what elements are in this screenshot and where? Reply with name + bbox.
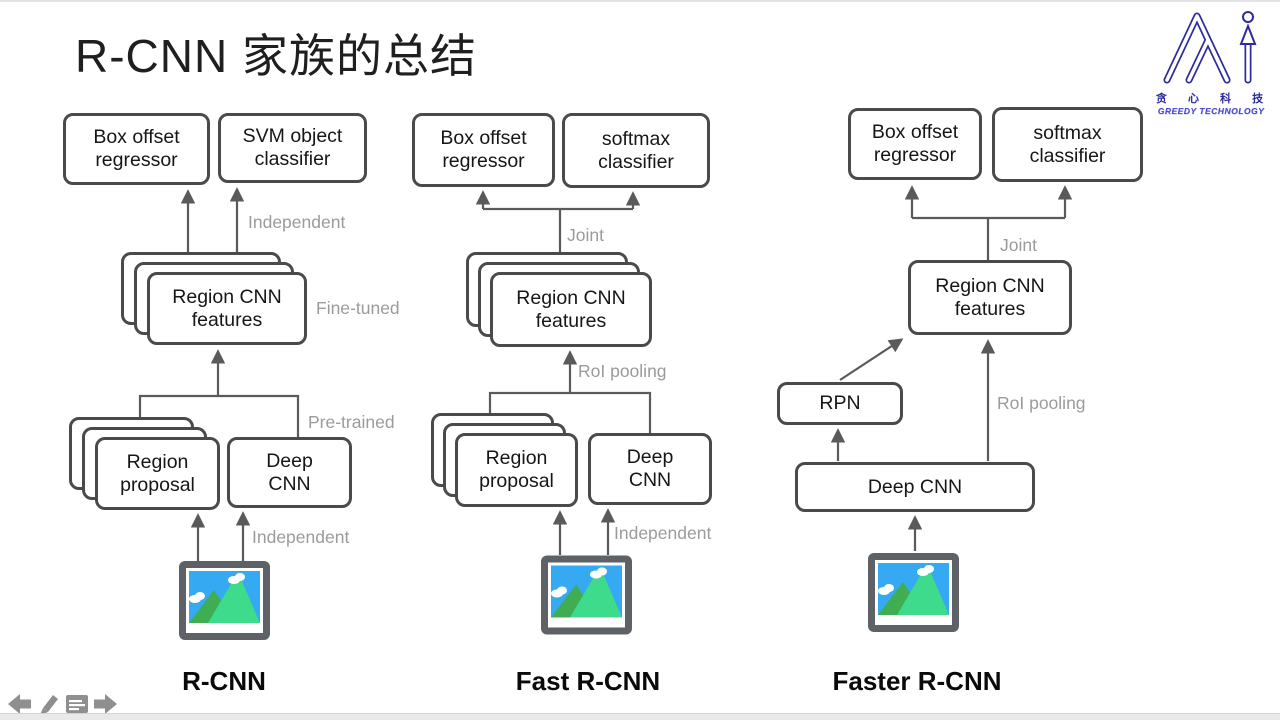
fast-softmax-classifier-box: softmax classifier bbox=[562, 113, 710, 188]
fast-box-offset-regressor-box: Box offset regressor bbox=[412, 113, 555, 187]
ai-monogram-icon bbox=[1163, 11, 1257, 84]
faster-rcnn-caption: Faster R-CNN bbox=[832, 666, 1002, 696]
faster-region-cnn-features-box: Region CNN features bbox=[908, 260, 1072, 335]
rcnn-caption: R-CNN bbox=[182, 666, 266, 696]
bottom-strip bbox=[0, 713, 1280, 720]
faster-input-image-icon bbox=[868, 553, 959, 632]
fast-rcnn-caption: Fast R-CNN bbox=[515, 666, 661, 696]
previous-slide-arrow-icon[interactable] bbox=[6, 692, 32, 716]
company-logo: 贪 心 科 技 GREEDY TECHNOLOGY bbox=[1148, 8, 1274, 116]
rcnn-independent-bottom-label: Independent bbox=[252, 527, 350, 547]
fast-region-proposal-box: Region proposal bbox=[455, 433, 578, 507]
notes-document-icon[interactable] bbox=[64, 692, 90, 716]
page-title: R-CNN 家族的总结 bbox=[75, 30, 477, 82]
rcnn-region-cnn-features-box: Region CNN features bbox=[147, 272, 307, 345]
rcnn-svm-classifier-box: SVM object classifier bbox=[218, 113, 367, 183]
faster-roi-pooling-label: RoI pooling bbox=[997, 393, 1086, 413]
faster-joint-label: Joint bbox=[1000, 235, 1037, 255]
fast-joint-label: Joint bbox=[567, 225, 604, 245]
fast-input-image-icon bbox=[541, 555, 632, 635]
rcnn-deep-cnn-box: Deep CNN bbox=[227, 437, 352, 508]
rcnn-input-image-icon bbox=[179, 561, 270, 640]
fast-region-cnn-features-box: Region CNN features bbox=[490, 272, 652, 347]
fast-roi-pooling-label: RoI pooling bbox=[578, 361, 667, 381]
rcnn-box-offset-regressor-box: Box offset regressor bbox=[63, 113, 210, 185]
fast-deep-cnn-box: Deep CNN bbox=[588, 433, 712, 505]
faster-box-offset-regressor-box: Box offset regressor bbox=[848, 108, 982, 180]
rcnn-independent-top-label: Independent bbox=[248, 212, 346, 232]
presentation-controls bbox=[6, 692, 119, 716]
top-divider bbox=[0, 0, 1280, 2]
fast-independent-label: Independent bbox=[614, 523, 712, 543]
next-slide-arrow-icon[interactable] bbox=[93, 692, 119, 716]
rcnn-region-proposal-box: Region proposal bbox=[95, 437, 220, 510]
faster-softmax-classifier-box: softmax classifier bbox=[992, 107, 1143, 182]
faster-rpn-box: RPN bbox=[777, 382, 903, 425]
logo-chinese-text: 贪 心 科 技 bbox=[1155, 93, 1273, 105]
logo-english-text: GREEDY TECHNOLOGY bbox=[1157, 106, 1265, 116]
faster-deep-cnn-box: Deep CNN bbox=[795, 462, 1035, 512]
rcnn-pre-trained-label: Pre-trained bbox=[308, 412, 395, 432]
rcnn-fine-tuned-label: Fine-tuned bbox=[316, 298, 400, 318]
